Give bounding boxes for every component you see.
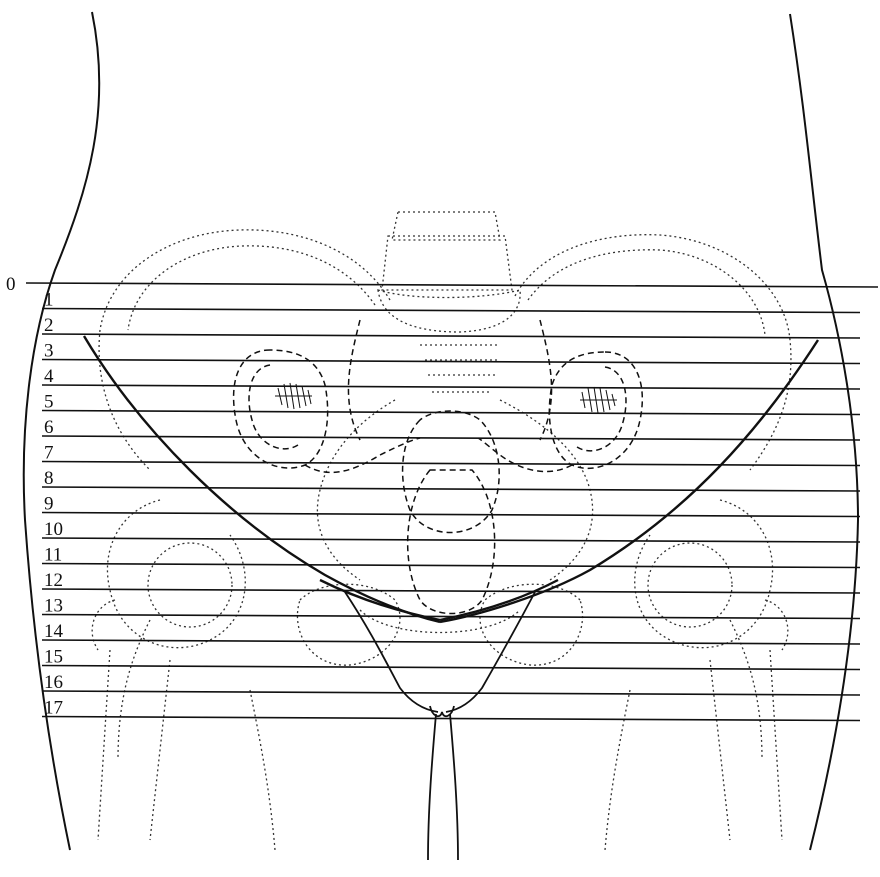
right-thigh-inner-contour bbox=[605, 690, 630, 850]
section-label-1: 1 bbox=[44, 290, 54, 311]
right-femoral-shaft-outer bbox=[770, 650, 782, 840]
lower-arc-right bbox=[440, 580, 558, 620]
section-line-8 bbox=[42, 487, 860, 491]
section-line-0 bbox=[26, 283, 878, 287]
left-kidney-outline bbox=[234, 350, 328, 468]
section-line-10 bbox=[42, 538, 860, 542]
left-greater-trochanter bbox=[92, 600, 115, 650]
section-label-12: 12 bbox=[44, 570, 63, 591]
section-line-9 bbox=[42, 513, 860, 517]
section-label-11: 11 bbox=[44, 545, 62, 566]
section-label-8: 8 bbox=[44, 468, 54, 489]
inguinal-curve-left bbox=[84, 336, 440, 622]
right-kidney-hatch bbox=[580, 387, 617, 413]
section-label-17: 17 bbox=[44, 698, 63, 719]
inner-thigh-left-line bbox=[428, 714, 436, 860]
body-outline bbox=[24, 12, 858, 850]
section-line-12 bbox=[42, 589, 860, 593]
section-label-3: 3 bbox=[44, 341, 54, 362]
right-acetabulum bbox=[635, 500, 773, 648]
section-line-11 bbox=[42, 564, 860, 568]
section-label-9: 9 bbox=[44, 494, 54, 515]
lower-arc-left bbox=[320, 580, 440, 620]
left-perineal-contour bbox=[345, 592, 438, 712]
lumbar-vertebra-pedicle bbox=[382, 236, 512, 290]
left-iliac-crest-outer bbox=[99, 230, 390, 470]
right-greater-trochanter bbox=[765, 600, 788, 650]
section-label-13: 13 bbox=[44, 596, 63, 617]
left-femoral-shaft-inner bbox=[150, 660, 170, 840]
section-label-7: 7 bbox=[44, 443, 54, 464]
section-line-2 bbox=[42, 334, 860, 338]
right-kidney-outline bbox=[549, 352, 642, 468]
section-line-5 bbox=[42, 411, 860, 415]
section-line-16 bbox=[42, 691, 860, 695]
pelvic-skeleton bbox=[92, 212, 791, 850]
section-label-4: 4 bbox=[44, 366, 54, 387]
uterus-outline bbox=[408, 470, 495, 614]
inguinal-curve-right bbox=[440, 340, 818, 622]
section-label-2: 2 bbox=[44, 315, 54, 336]
section-line-7 bbox=[42, 462, 860, 466]
section-label-10: 10 bbox=[44, 519, 63, 540]
right-femoral-shaft-inner bbox=[710, 660, 730, 840]
section-line-1 bbox=[42, 309, 860, 313]
right-iliac-crest-inner bbox=[528, 250, 765, 335]
left-thigh-inner-contour bbox=[250, 690, 275, 850]
right-flank-contour bbox=[790, 14, 858, 850]
inner-thigh-right-line bbox=[450, 714, 458, 860]
section-label-6: 6 bbox=[44, 417, 54, 438]
section-line-4 bbox=[42, 385, 860, 389]
left-flank-contour bbox=[24, 12, 100, 850]
right-ureter bbox=[478, 438, 572, 472]
section-label-14: 14 bbox=[44, 621, 64, 642]
left-vessel bbox=[348, 320, 360, 440]
section-label-15: 15 bbox=[44, 647, 63, 668]
left-iliac-crest-inner bbox=[128, 246, 375, 330]
solid-boundaries bbox=[84, 336, 818, 622]
section-line-14 bbox=[42, 640, 860, 644]
section-line-6 bbox=[42, 436, 860, 440]
left-femoral-shaft-outer bbox=[98, 650, 110, 840]
section-line-15 bbox=[42, 666, 860, 670]
section-label-0: 0 bbox=[6, 274, 16, 295]
section-label-5: 5 bbox=[44, 392, 54, 413]
section-label-16: 16 bbox=[44, 672, 63, 693]
left-pelvic-wall bbox=[317, 400, 395, 580]
left-acetabulum bbox=[107, 500, 245, 648]
right-femoral-head bbox=[648, 543, 732, 627]
right-femoral-neck bbox=[730, 620, 762, 760]
perineum-contours bbox=[345, 592, 535, 860]
